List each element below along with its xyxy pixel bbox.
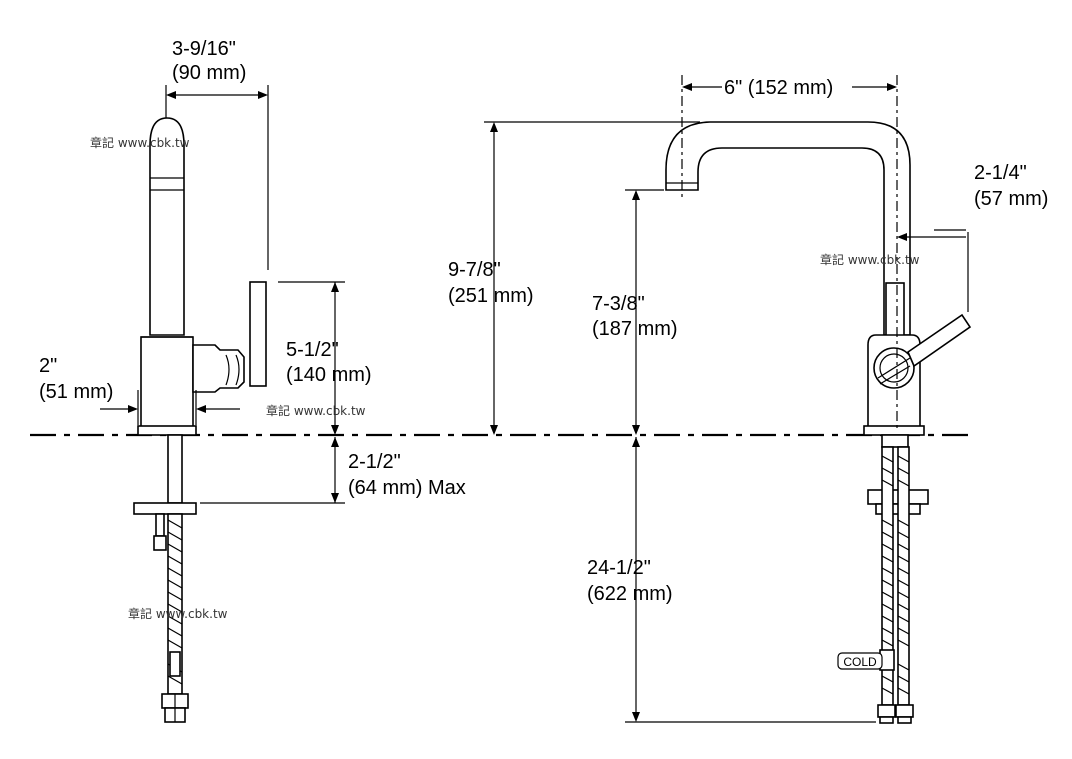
front-view-dimension-lines xyxy=(484,75,969,723)
spout-reach-label: 6" (152 mm) xyxy=(724,77,833,99)
spout-height-label-1: 7-3/8" xyxy=(592,293,645,315)
supply-length-label-1: 24-1/2" xyxy=(587,557,651,579)
handle-height-label-1: 5-1/2" xyxy=(286,339,339,361)
spout-height-label-2: (187 mm) xyxy=(592,318,678,340)
front-view-faucet xyxy=(665,121,972,724)
base-diameter-label-1: 2" xyxy=(39,355,57,377)
overall-height-label-2: (251 mm) xyxy=(448,285,534,307)
watermark-4: 章記 www.cbk.tw xyxy=(820,252,920,267)
handle-height-label-2: (140 mm) xyxy=(286,364,372,386)
watermark-3: 章記 www.cbk.tw xyxy=(128,606,228,621)
overall-height-label-1: 9-7/8" xyxy=(448,259,501,281)
cold-tag: COLD xyxy=(837,652,883,670)
watermark-2: 章記 www.cbk.tw xyxy=(266,403,366,418)
side-view-faucet xyxy=(133,117,267,723)
deck-thickness-label-1: 2-1/2" xyxy=(348,451,401,473)
side-view-dimension-lines xyxy=(100,85,345,504)
svg-text:COLD: COLD xyxy=(843,655,877,669)
deck-thickness-label-2: (64 mm) Max xyxy=(348,477,466,499)
supply-length-label-2: (622 mm) xyxy=(587,583,673,605)
base-diameter-label-2: (51 mm) xyxy=(39,381,113,403)
side-width-label-2: (90 mm) xyxy=(172,62,246,84)
side-width-label-1: 3-9/16" xyxy=(172,38,236,60)
watermark-1: 章記 www.cbk.tw xyxy=(90,135,190,150)
handle-offset-label-1: 2-1/4" xyxy=(974,162,1027,184)
handle-offset-label-2: (57 mm) xyxy=(974,188,1048,210)
